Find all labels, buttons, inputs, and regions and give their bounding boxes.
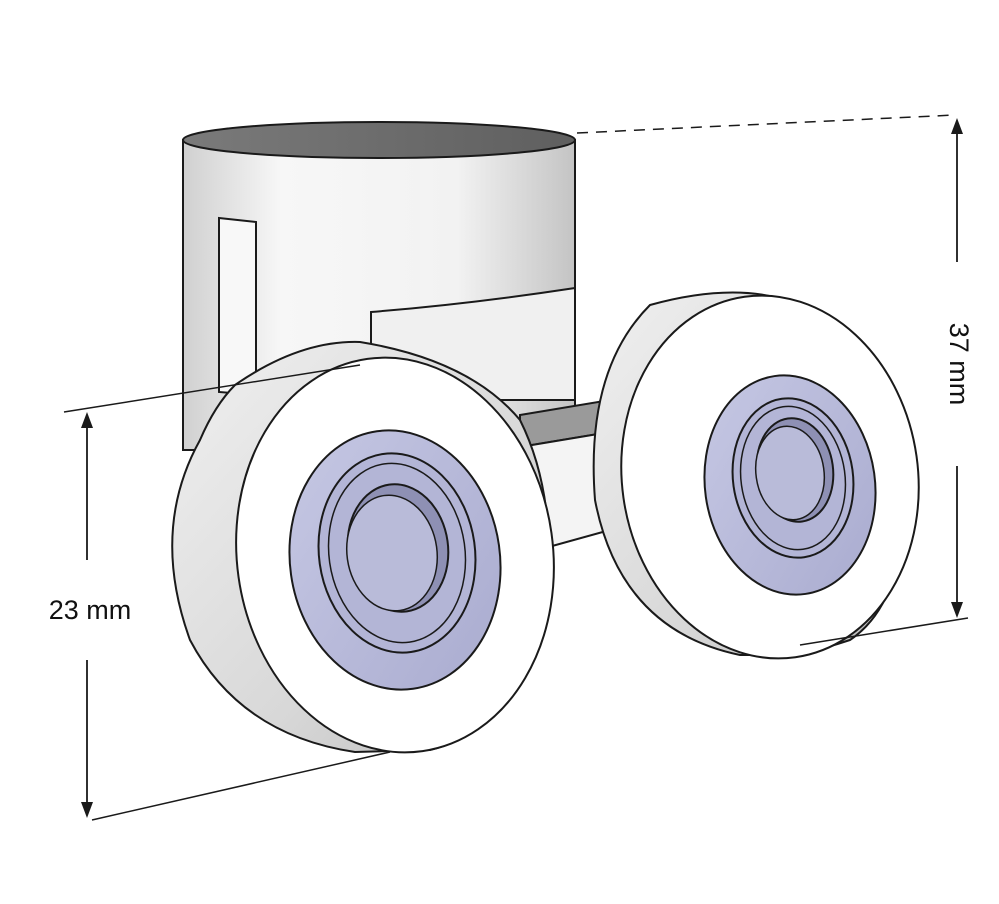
right-wheel	[592, 291, 920, 660]
wheel-diameter-label: 23 mm	[49, 595, 132, 625]
diameter-top-extension-line	[63, 364, 361, 413]
left-wheel	[171, 340, 555, 754]
height-dimension: 37 mm	[576, 114, 974, 646]
arrow-up-icon	[951, 118, 963, 134]
arrow-down-icon	[81, 802, 93, 818]
height-dimension-label: 37 mm	[944, 323, 974, 406]
wheel-diameter-dimension: 23 mm	[49, 364, 391, 821]
cylinder-top-face	[182, 121, 576, 159]
arrow-up-icon	[81, 412, 93, 428]
diameter-bottom-extension-line	[91, 751, 391, 821]
arrow-down-icon	[951, 602, 963, 618]
height-bottom-extension-line	[799, 617, 969, 646]
height-top-extension-line	[576, 114, 956, 134]
cylinder-slot	[218, 216, 257, 397]
